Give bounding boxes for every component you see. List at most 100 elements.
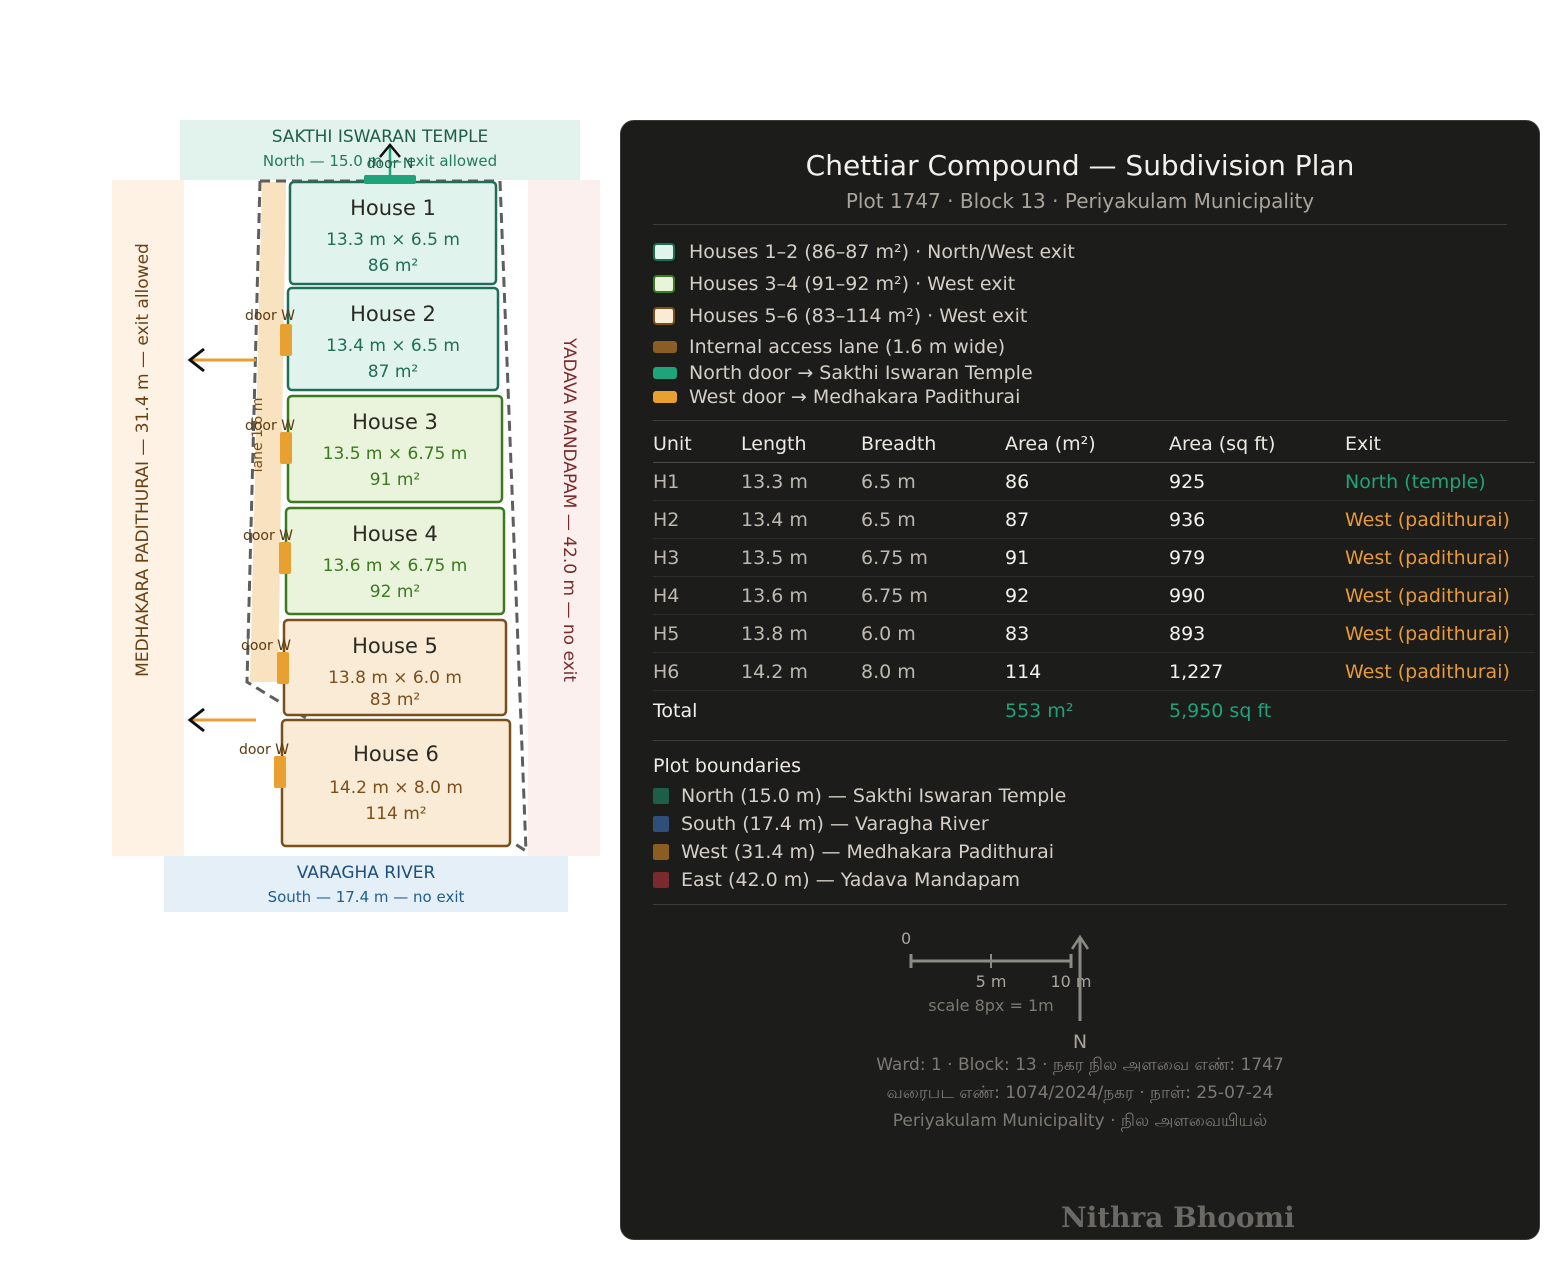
house-dimensions: 13.5 m × 6.75 m	[323, 444, 468, 464]
house-4: House 413.6 m × 6.75 m92 m²	[284, 506, 506, 616]
table-cell: West (padithurai)	[1345, 500, 1535, 539]
west-door-label: door W	[241, 638, 291, 654]
legend-swatch	[653, 243, 675, 261]
house-dimensions: 13.4 m × 6.5 m	[326, 336, 460, 356]
table-cell: 83	[1005, 614, 1169, 653]
table-cell: 13.4 m	[741, 500, 861, 539]
divider	[653, 740, 1507, 741]
table-cell: H5	[653, 614, 741, 653]
table-cell: H1	[653, 462, 741, 501]
house-1: House 113.3 m × 6.5 m86 m²	[288, 180, 498, 286]
table-cell: 979	[1169, 538, 1345, 577]
house-dimensions: 14.2 m × 8.0 m	[329, 778, 463, 798]
house-6: House 6 14.2 m × 8.0 m 114 m²	[280, 718, 512, 848]
legend-label: Houses 1–2 (86–87 m²) · North/West exit	[689, 241, 1075, 263]
house-name: House 4	[352, 522, 438, 546]
east-boundary-band	[528, 180, 600, 856]
west-door	[274, 756, 286, 788]
boundary-label: West (31.4 m) — Medhakara Padithurai	[681, 841, 1054, 863]
boundary-item: North (15.0 m) — Sakthi Iswaran Temple	[653, 785, 1066, 807]
table-cell: H4	[653, 576, 741, 615]
table-cell: 13.8 m	[741, 614, 861, 653]
total-cell: 553 m²	[1005, 690, 1169, 731]
table-cell: West (padithurai)	[1345, 576, 1535, 615]
table-cell: 86	[1005, 462, 1169, 501]
access-lane	[250, 182, 286, 682]
panel-subtitle: Plot 1747 · Block 13 · Periyakulam Munic…	[845, 189, 1315, 213]
table-cell: West (padithurai)	[1345, 538, 1535, 577]
north-exit-arrow-head	[379, 143, 401, 158]
boundary-swatch	[653, 872, 669, 888]
house-area: 114 m²	[365, 804, 426, 824]
house-name: House 1	[350, 196, 436, 220]
scale-mid: 5 m	[976, 972, 1007, 991]
table-cell: 13.3 m	[741, 462, 861, 501]
table-cell: 990	[1169, 576, 1345, 615]
boundary-item: South (17.4 m) — Varagha River	[653, 813, 989, 835]
boundary-item: East (42.0 m) — Yadava Mandapam	[653, 869, 1020, 891]
table-cell: 92	[1005, 576, 1169, 615]
legend-item: Internal access lane (1.6 m wide)	[653, 336, 1005, 358]
table-cell: 936	[1169, 500, 1345, 539]
north-boundary-note: North — 15.0 m — exit allowed	[263, 152, 497, 170]
meta-line-3: Periyakulam Municipality · நில அளவையியல்	[892, 1111, 1268, 1131]
legend-swatch	[653, 307, 675, 325]
boundary-swatch	[653, 788, 669, 804]
house-area: 87 m²	[368, 362, 418, 382]
house-5: House 513.8 m × 6.0 m83 m²	[282, 618, 508, 717]
house-area: 83 m²	[370, 690, 420, 710]
boundary-label: South (17.4 m) — Varagha River	[681, 813, 989, 835]
table-cell: North (temple)	[1345, 462, 1535, 501]
watermark: Nithra Bhoomi	[1061, 1201, 1295, 1234]
table-cell: 114	[1005, 652, 1169, 691]
table-header-cell: Exit	[1345, 426, 1535, 463]
table-cell: 13.5 m	[741, 538, 861, 577]
house-name: House 3	[352, 410, 438, 434]
table-cell: 8.0 m	[861, 652, 1005, 691]
table-header-cell: Length	[741, 426, 861, 463]
table-header-cell: Area (sq ft)	[1169, 426, 1345, 463]
table-cell: West (padithurai)	[1345, 614, 1535, 653]
boundary-swatch	[653, 844, 669, 860]
table-cell: 91	[1005, 538, 1169, 577]
divider	[653, 224, 1507, 225]
panel-title: Chettiar Compound — Subdivision Plan	[805, 149, 1355, 182]
scale-end: 10 m	[1050, 972, 1091, 991]
legend-swatch	[653, 275, 675, 293]
empty-cell	[1345, 690, 1535, 731]
table-cell: 925	[1169, 462, 1345, 501]
meta-line-2: வரைபட எண்: 1074/2024/நகர · நாள்: 25-07-2…	[886, 1083, 1274, 1103]
legend-swatch	[653, 391, 677, 403]
legend-label: Houses 5–6 (83–114 m²) · West exit	[689, 305, 1028, 327]
south-boundary-note: South — 17.4 m — no exit	[268, 888, 465, 906]
west-door	[279, 542, 291, 574]
table-cell: 6.75 m	[861, 576, 1005, 615]
table-header-cell: Area (m²)	[1005, 426, 1169, 463]
table-cell: West (padithurai)	[1345, 652, 1535, 691]
empty-cell	[741, 690, 861, 731]
house-dimensions: 13.3 m × 6.5 m	[326, 230, 460, 250]
table-cell: 6.5 m	[861, 462, 1005, 501]
west-exit-arrow	[187, 707, 256, 733]
boundary-label: North (15.0 m) — Sakthi Iswaran Temple	[681, 785, 1067, 807]
south-boundary-band	[164, 856, 568, 912]
boundary-swatch	[653, 816, 669, 832]
north-boundary-name: SAKTHI ISWARAN TEMPLE	[272, 127, 489, 147]
house-name: House 6	[353, 742, 439, 766]
north-door	[364, 175, 416, 184]
west-boundary-band	[112, 180, 184, 856]
table-cell: 87	[1005, 500, 1169, 539]
house-3: House 313.5 m × 6.75 m91 m²	[286, 394, 504, 504]
legend-item: Houses 5–6 (83–114 m²) · West exit	[653, 305, 1027, 327]
scale-zero: 0	[901, 929, 911, 948]
west-door-label: door W	[245, 418, 295, 434]
table-cell: H2	[653, 500, 741, 539]
legend-item: Houses 3–4 (91–92 m²) · West exit	[653, 273, 1015, 295]
table-cell: 6.0 m	[861, 614, 1005, 653]
table-cell: 6.5 m	[861, 500, 1005, 539]
legend-label: Internal access lane (1.6 m wide)	[689, 336, 1006, 358]
legend-label: Houses 3–4 (91–92 m²) · West exit	[689, 273, 1016, 295]
